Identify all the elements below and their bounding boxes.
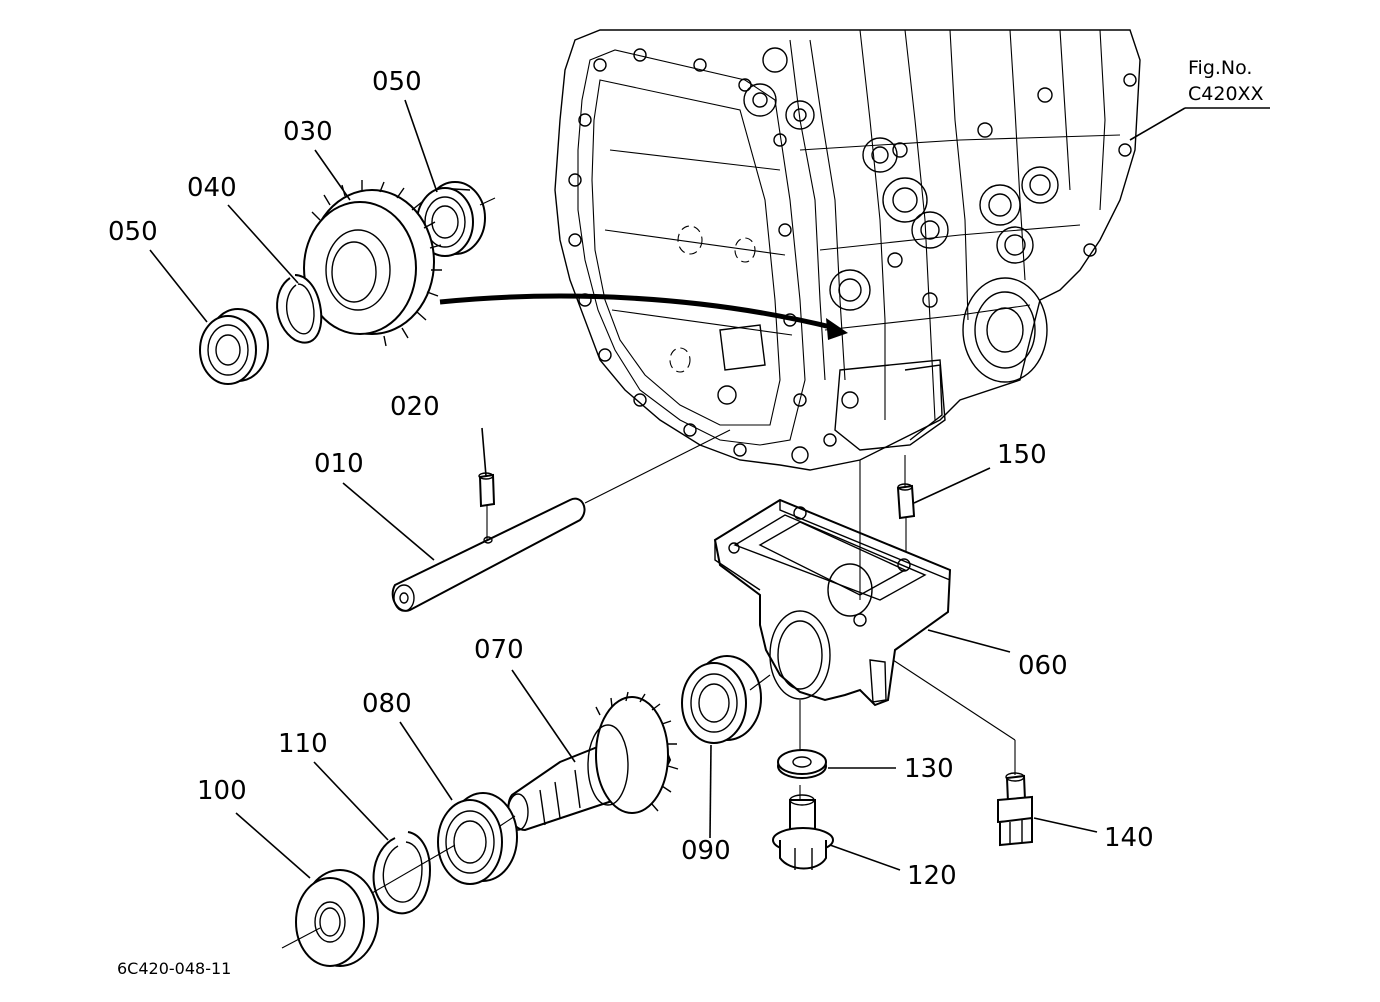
part-010-shaft xyxy=(391,429,731,612)
callout-130: 130 xyxy=(904,754,954,784)
callout-060: 060 xyxy=(1018,651,1068,681)
part-100-collar xyxy=(281,869,379,967)
part-150-dowel-pin xyxy=(896,455,916,560)
part-130-washer xyxy=(777,749,827,779)
part-070-pinion-shaft xyxy=(507,691,679,832)
part-110-snap-ring xyxy=(359,831,456,915)
part-060-housing xyxy=(713,460,1016,800)
callout-050-upper: 050 xyxy=(372,67,422,97)
leader-lines xyxy=(149,99,1270,879)
fig-no-value: C420XX xyxy=(1188,83,1264,105)
part-030-gear xyxy=(303,180,442,347)
callout-030: 030 xyxy=(283,117,333,147)
callout-110: 110 xyxy=(278,729,328,759)
callout-100: 100 xyxy=(197,776,247,806)
callout-labels: 050 030 040 050 020 010 150 060 070 080 … xyxy=(108,67,1154,891)
callout-020: 020 xyxy=(390,392,440,422)
callout-050-lower: 050 xyxy=(108,217,158,247)
part-080-bearing xyxy=(437,792,518,885)
callout-150: 150 xyxy=(997,440,1047,470)
assembly-arrow xyxy=(439,293,848,340)
part-090-bearing xyxy=(681,655,771,744)
figure-info: Fig.No. C420XX 6C420-048-11 xyxy=(117,57,1264,978)
callout-120: 120 xyxy=(907,861,957,891)
part-140-plug xyxy=(997,772,1033,847)
part-020-pin xyxy=(478,472,496,540)
drawing-code: 6C420-048-11 xyxy=(117,959,231,978)
callout-090: 090 xyxy=(681,836,731,866)
part-040-snap-ring xyxy=(276,274,323,344)
callout-010: 010 xyxy=(314,449,364,479)
part-120-bolt xyxy=(772,794,834,870)
fig-no-label: Fig.No. xyxy=(1188,57,1252,79)
transmission-case xyxy=(554,29,1141,471)
callout-070: 070 xyxy=(474,635,524,665)
callout-040: 040 xyxy=(187,173,237,203)
callout-080: 080 xyxy=(362,689,412,719)
callout-140: 140 xyxy=(1104,823,1154,853)
part-050-bearing-lower xyxy=(199,308,269,385)
